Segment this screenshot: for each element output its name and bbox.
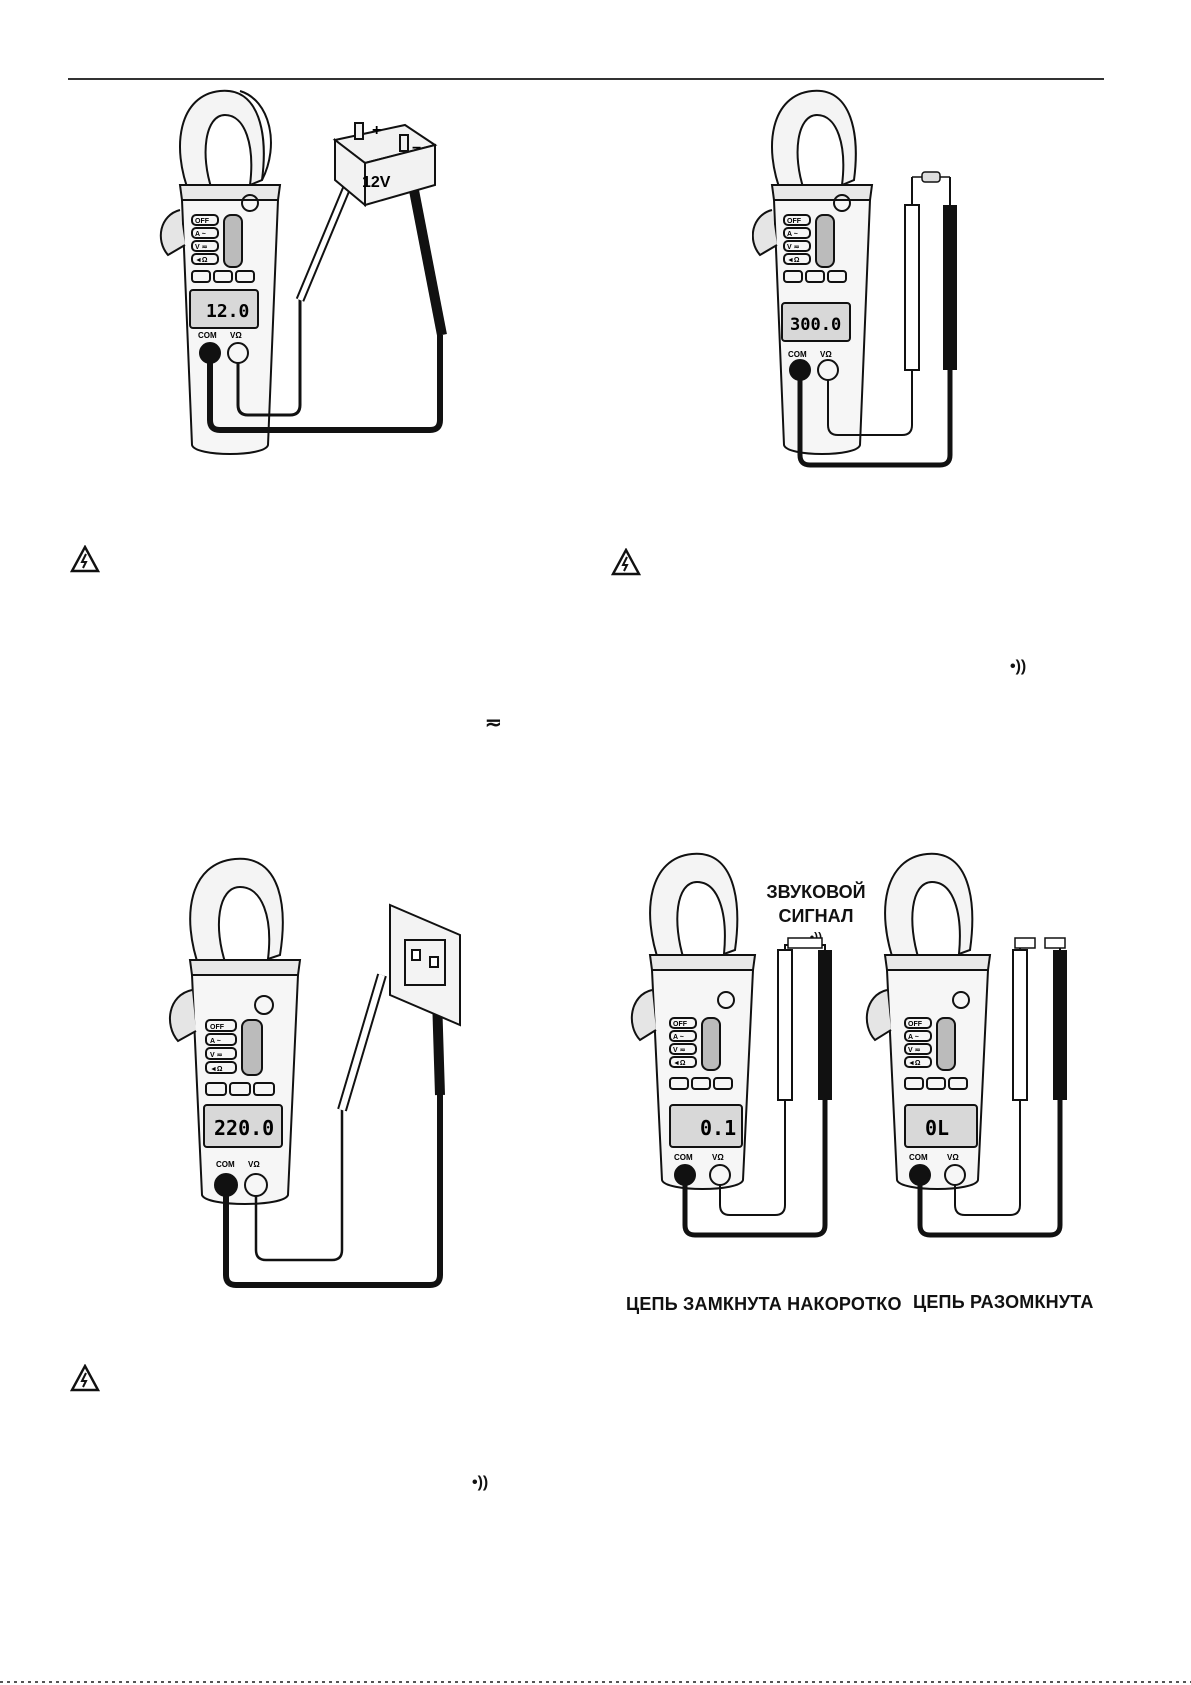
vohm-jack-label: VΩ	[248, 1160, 260, 1169]
figure-resistance: OFF A ~ V ≂ ◄Ω 300.0 COM VΩ	[752, 85, 992, 470]
red-test-lead	[954, 1090, 1021, 1216]
off-button-label: OFF	[673, 1021, 688, 1028]
black-test-lead	[797, 365, 953, 468]
com-jack-label: COM	[788, 350, 807, 359]
vohm-jack-label: VΩ	[820, 350, 832, 359]
beep-label-line2: СИГНАЛ	[778, 906, 854, 926]
ohm-button-label: ◄Ω	[210, 1066, 223, 1073]
off-button-label: OFF	[210, 1024, 225, 1031]
vohm-jack-label: VΩ	[230, 331, 242, 340]
ohm-button-label: ◄Ω	[908, 1060, 921, 1067]
black-probe	[818, 950, 832, 1100]
resistance-illustration: OFF A ~ V ≂ ◄Ω 300.0 COM VΩ	[752, 89, 957, 468]
beep-symbol-icon: •))	[472, 1474, 489, 1491]
ohm-button-label: ◄Ω	[673, 1060, 686, 1067]
black-test-lead	[207, 335, 443, 433]
red-probe	[1012, 949, 1028, 1101]
clamp-meter	[752, 89, 874, 455]
black-test-lead	[917, 1090, 1063, 1238]
amp-button-label: A ~	[787, 231, 798, 238]
caption-open-circuit: ЦЕПЬ РАЗОМКНУТА	[913, 1292, 1094, 1312]
ac-voltage-illustration: OFF A ~ V ≂ ◄Ω 220.0 COM VΩ	[169, 857, 461, 1288]
acdc-symbol-icon: ≂	[485, 712, 502, 734]
off-button-label: OFF	[908, 1021, 923, 1028]
volt-button-label: V ≂	[908, 1047, 921, 1054]
lcd-reading: 220.0	[214, 1116, 274, 1140]
red-probe	[777, 949, 793, 1101]
amp-button-label: A ~	[210, 1038, 221, 1045]
continuity-short-illustration: OFF A ~ V ≂ ◄Ω 0.1 COM VΩ	[631, 852, 832, 1238]
volt-button-label: V ≂	[673, 1047, 686, 1054]
black-probe	[943, 205, 957, 370]
battery-minus: −	[412, 140, 421, 157]
lcd-reading: 0.1	[700, 1116, 736, 1140]
battery	[332, 122, 438, 208]
continuity-open-illustration: OFF A ~ V ≂ ◄Ω 0L COM VΩ	[866, 852, 1067, 1238]
battery-plus: +	[372, 122, 381, 139]
clamp-meter	[169, 857, 302, 1205]
red-test-lead	[719, 1090, 786, 1216]
warning-icon	[70, 1364, 100, 1392]
figure-ac-voltage: OFF A ~ V ≂ ◄Ω 220.0 COM VΩ	[160, 855, 480, 1295]
bottom-scan-line	[0, 1681, 1191, 1683]
amp-button-label: A ~	[673, 1034, 684, 1041]
black-test-lead	[223, 1085, 443, 1288]
resistor	[921, 171, 941, 183]
battery-label: 12V	[362, 174, 391, 191]
amp-button-label: A ~	[195, 231, 206, 238]
off-button-label: OFF	[195, 218, 210, 225]
ohm-button-label: ◄Ω	[195, 257, 208, 264]
black-test-lead	[682, 1090, 828, 1238]
volt-button-label: V ≂	[787, 244, 800, 251]
shorted-wire	[784, 944, 826, 950]
volt-button-label: V ≂	[210, 1052, 223, 1059]
com-jack-label: COM	[198, 331, 217, 340]
figure-continuity-short: OFF A ~ V ≂ ◄Ω 0.1 COM VΩ	[630, 850, 850, 1250]
black-probe	[1053, 950, 1067, 1100]
red-test-lead	[236, 295, 302, 417]
top-rule	[68, 78, 1104, 80]
black-probe	[407, 179, 447, 336]
wall-socket	[389, 903, 461, 1027]
beep-symbol-icon: •))	[1010, 658, 1027, 675]
clamp-meter	[631, 852, 757, 1190]
warning-icon	[611, 548, 641, 576]
com-jack-label: COM	[216, 1160, 235, 1169]
red-test-lead	[827, 365, 913, 436]
clamp-meter	[866, 852, 992, 1190]
com-jack-label: COM	[674, 1153, 693, 1162]
vohm-jack-label: VΩ	[712, 1153, 724, 1162]
figure-dc-voltage: OFF A ~ V ≂ ◄Ω 12.0 COM VΩ 12V + −	[150, 85, 490, 470]
clamp-meter	[159, 89, 282, 455]
volt-button-label: V ≂	[195, 244, 208, 251]
red-test-lead	[254, 1105, 344, 1262]
open-wire-left	[1014, 937, 1036, 949]
caption-short-circuit: ЦЕПЬ ЗАМКНУТА НАКОРОТКО	[626, 1294, 902, 1314]
amp-button-label: A ~	[908, 1034, 919, 1041]
lcd-reading: 0L	[925, 1116, 949, 1140]
com-jack-label: COM	[909, 1153, 928, 1162]
red-probe	[904, 204, 920, 371]
dc-voltage-illustration: OFF A ~ V ≂ ◄Ω 12.0 COM VΩ 12V + −	[159, 89, 447, 455]
lcd-reading: 300.0	[790, 315, 841, 335]
vohm-jack-label: VΩ	[947, 1153, 959, 1162]
lcd-reading: 12.0	[206, 301, 249, 322]
off-button-label: OFF	[787, 218, 802, 225]
beep-label-line1: ЗВУКОВОЙ	[766, 882, 866, 902]
warning-icon	[70, 545, 100, 573]
figure-continuity-open: OFF A ~ V ≂ ◄Ω 0L COM VΩ	[865, 850, 1085, 1250]
open-wire-right	[1044, 937, 1066, 949]
ohm-button-label: ◄Ω	[787, 257, 800, 264]
beep-label: ЗВУКОВОЙ СИГНАЛ •))	[746, 880, 886, 946]
